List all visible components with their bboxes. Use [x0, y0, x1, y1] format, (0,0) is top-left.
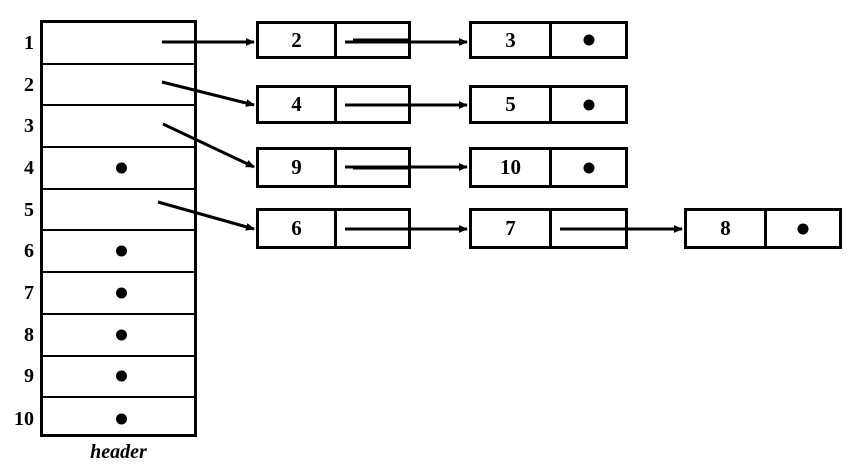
header-row-index: 6	[24, 240, 34, 263]
null-pointer-dot-icon	[797, 223, 809, 234]
header-row-3[interactable]: 3	[24, 106, 194, 149]
null-pointer-dot-icon	[116, 329, 127, 341]
pointer-stub	[568, 227, 625, 230]
node-next-pointer-cell	[337, 211, 408, 246]
pointer-stub	[352, 103, 408, 106]
header-row-6[interactable]: 6	[24, 231, 194, 274]
null-pointer-dot-icon	[116, 370, 127, 382]
node-key-cell: 6	[259, 211, 337, 246]
pointer-stub	[352, 227, 408, 230]
null-pointer-dot-icon	[583, 99, 594, 110]
node-key-cell: 4	[259, 88, 337, 121]
node-next-pointer-cell	[337, 150, 408, 185]
node-key-cell: 8	[687, 211, 767, 246]
node-key-cell: 7	[472, 211, 552, 246]
list-node-4[interactable]: 4	[256, 85, 411, 124]
list-node-2[interactable]: 2	[256, 21, 411, 59]
null-pointer-dot-icon	[583, 162, 594, 173]
node-next-pointer-cell	[552, 24, 625, 56]
header-row-index: 10	[14, 408, 34, 431]
header-row-9[interactable]: 9	[24, 357, 194, 399]
header-caption: header	[90, 441, 147, 463]
header-row-index: 7	[24, 281, 34, 304]
null-pointer-dot-icon	[116, 162, 127, 174]
header-row-index: 3	[24, 115, 34, 138]
node-key-cell: 9	[259, 150, 337, 185]
header-row-index: 9	[24, 365, 34, 388]
pointer-stub	[352, 166, 408, 169]
node-key-cell: 5	[472, 88, 552, 121]
node-next-pointer-cell	[552, 150, 625, 185]
null-pointer-dot-icon	[583, 34, 594, 46]
header-row-index: 2	[24, 73, 34, 96]
node-key-cell: 3	[472, 24, 552, 56]
list-node-7[interactable]: 7	[469, 208, 628, 249]
header-row-4[interactable]: 4	[24, 148, 194, 190]
header-row-8[interactable]: 8	[24, 315, 194, 357]
node-next-pointer-cell	[767, 211, 839, 246]
header-row-index: 1	[24, 31, 34, 54]
header-row-index: 8	[24, 323, 34, 346]
node-key-cell: 2	[259, 24, 337, 56]
null-pointer-dot-icon	[116, 245, 127, 257]
list-node-6[interactable]: 6	[256, 208, 411, 249]
null-pointer-dot-icon	[116, 413, 127, 425]
node-next-pointer-cell	[552, 211, 625, 246]
node-next-pointer-cell	[337, 88, 408, 121]
header-row-1[interactable]: 1	[24, 23, 194, 65]
list-node-8[interactable]: 8	[684, 208, 842, 249]
header-row-2[interactable]: 2	[24, 65, 194, 107]
header-row-index: 5	[24, 198, 34, 221]
header-row-7[interactable]: 7	[24, 273, 194, 315]
header-row-index: 4	[24, 156, 34, 179]
node-next-pointer-cell	[552, 88, 625, 121]
node-next-pointer-cell	[337, 24, 408, 56]
node-key-cell: 10	[472, 150, 552, 185]
list-node-10[interactable]: 10	[469, 147, 628, 188]
header-row-5[interactable]: 5	[24, 190, 194, 232]
null-pointer-dot-icon	[116, 287, 127, 299]
pointer-stub	[352, 38, 408, 42]
header-row-10[interactable]: 10	[14, 398, 194, 440]
list-node-3[interactable]: 3	[469, 21, 628, 59]
header-array: 1 2 3 4 5 6 7 8 9 10	[14, 20, 197, 440]
list-node-5[interactable]: 5	[469, 85, 628, 124]
list-node-9[interactable]: 9	[256, 147, 411, 188]
